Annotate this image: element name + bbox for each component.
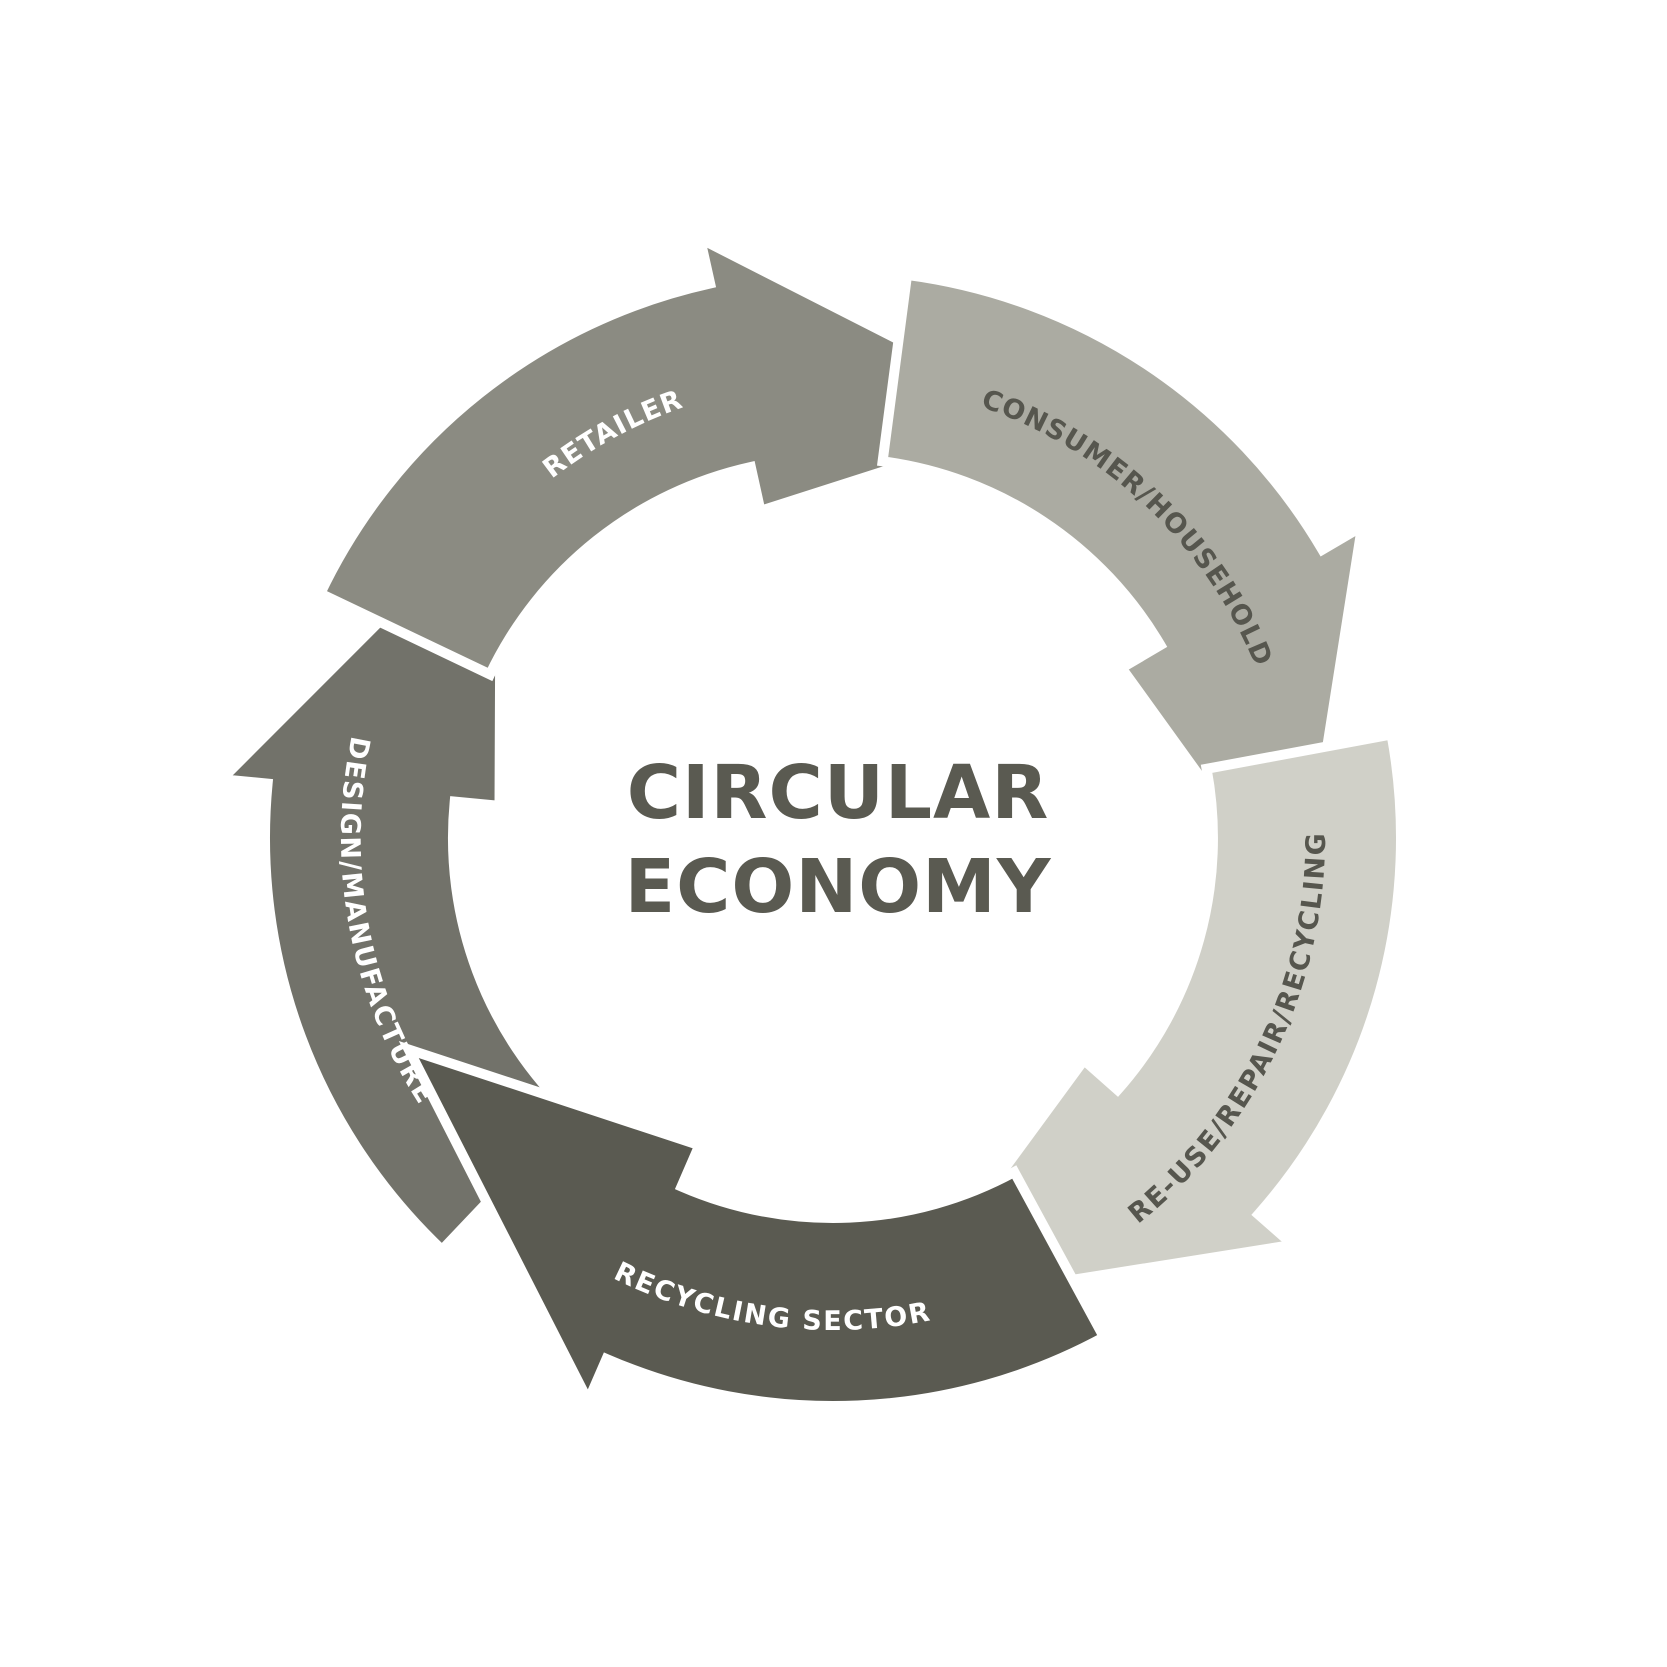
cycle-arrows <box>210 229 1406 1413</box>
center-title-line2: ECONOMY <box>625 844 1052 930</box>
center-title: CIRCULAR ECONOMY <box>625 750 1052 930</box>
arrow-consumer <box>876 269 1369 929</box>
center-title-line1: CIRCULAR <box>627 750 1050 836</box>
arrow-recycling <box>398 1040 1111 1413</box>
arrow-reuse <box>891 728 1406 1314</box>
arrow-retailer <box>313 229 1066 682</box>
